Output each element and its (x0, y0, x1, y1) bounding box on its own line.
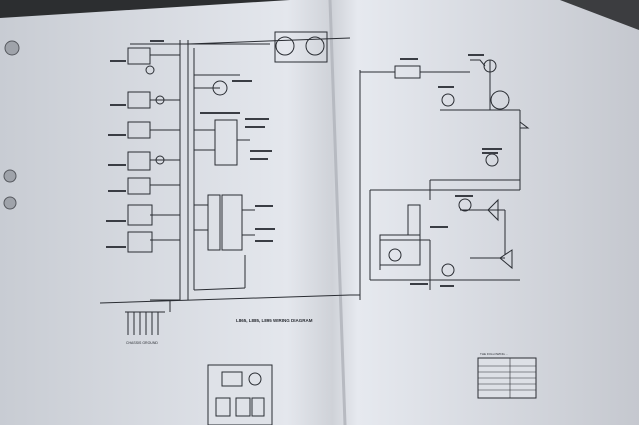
gauge-icon (483, 59, 497, 73)
relay-icon (235, 397, 251, 417)
page-fold (328, 0, 347, 425)
left-components (127, 31, 328, 253)
horn-icon (487, 198, 499, 222)
right-wiring (350, 60, 521, 300)
ground-icon (519, 121, 530, 129)
gauge-icon (248, 372, 262, 386)
left-tiny-labels (106, 40, 275, 248)
background-corner (330, 0, 639, 30)
relay-icon (215, 397, 231, 417)
gauge-icon (441, 93, 455, 107)
binder-ring-icon (3, 196, 17, 210)
component-box (127, 47, 151, 65)
binder-ring-icon (4, 40, 20, 56)
gauge-icon (441, 263, 455, 277)
reference-table: THE FOLLOWING ... (477, 352, 537, 399)
binder-rings (3, 40, 20, 210)
diagram-title: L865, L885, L895 WIRING DIAGRAM (236, 318, 313, 323)
inset-panel (207, 364, 273, 425)
right-components (379, 59, 530, 277)
gauge-icon (212, 80, 228, 96)
gauge-icon (388, 248, 402, 262)
reference-table-heading: THE FOLLOWING ... (480, 352, 508, 356)
left-wiring (99, 37, 351, 335)
relay-icon (394, 65, 421, 79)
ground-harness-label: CHASSIS GROUND (126, 341, 158, 345)
binder-ring-icon (3, 169, 17, 183)
right-tiny-labels (400, 54, 502, 287)
gauge-icon (275, 36, 295, 56)
